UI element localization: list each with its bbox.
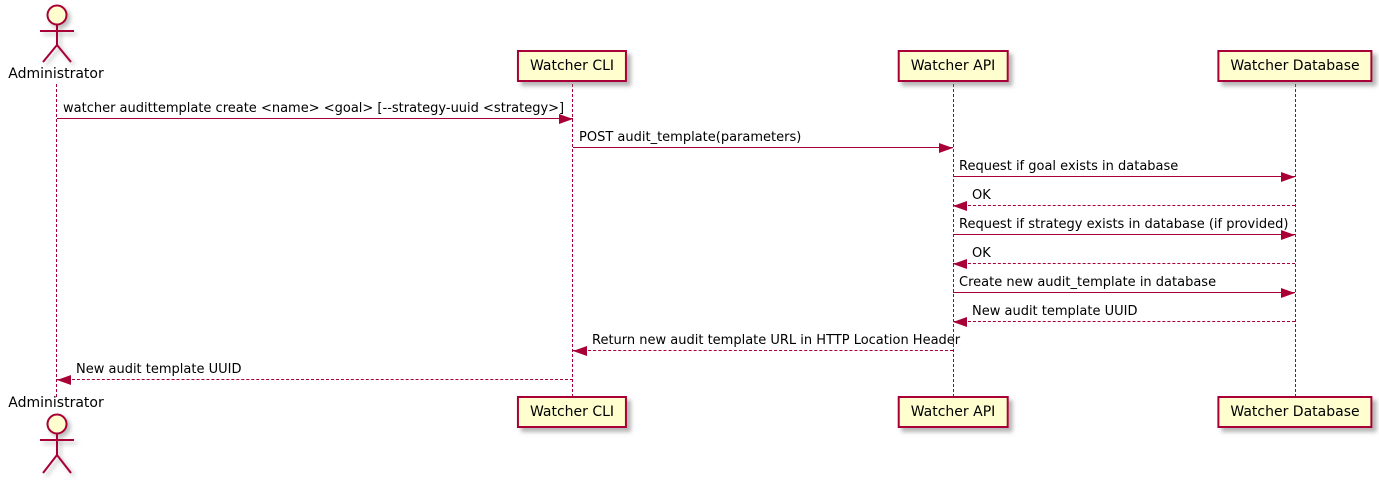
message-3: Request if goal exists in database xyxy=(953,159,1295,182)
message-5: Request if strategy exists in database (… xyxy=(953,217,1295,240)
message-8: New audit template UUID xyxy=(953,304,1295,327)
message-2-line xyxy=(573,147,953,148)
lifeline-watcher-database xyxy=(1295,84,1296,397)
message-6-label: OK xyxy=(972,246,991,261)
message-8-label: New audit template UUID xyxy=(972,304,1138,319)
message-9-line xyxy=(573,350,953,351)
message-7-label: Create new audit_template in database xyxy=(959,275,1217,290)
participant-watcher-cli-top: Watcher CLI xyxy=(516,50,628,82)
message-2: POST audit_template(parameters) xyxy=(573,130,953,153)
message-6: OK xyxy=(953,246,1295,269)
message-5-label: Request if strategy exists in database (… xyxy=(959,217,1289,232)
message-8-line xyxy=(953,321,1295,322)
message-4-label: OK xyxy=(972,188,991,203)
message-10: New audit template UUID xyxy=(57,362,573,385)
actor-icon xyxy=(37,3,77,69)
message-1-line xyxy=(57,118,573,119)
message-4: OK xyxy=(953,188,1295,211)
lifeline-administrator xyxy=(56,84,57,397)
participant-watcher-cli-bottom: Watcher CLI xyxy=(516,396,628,428)
participant-watcher-database-bottom: Watcher Database xyxy=(1217,396,1373,428)
message-10-label: New audit template UUID xyxy=(76,362,242,377)
actor-name-bottom: Administrator xyxy=(8,395,104,411)
message-3-line xyxy=(953,176,1295,177)
lifeline-watcher-cli xyxy=(572,84,573,397)
message-1-label: watcher audittemplate create <name> <goa… xyxy=(63,101,565,116)
message-9-label: Return new audit template URL in HTTP Lo… xyxy=(592,333,961,348)
message-6-line xyxy=(953,263,1295,264)
message-9: Return new audit template URL in HTTP Lo… xyxy=(573,333,960,356)
actor-name-top: Administrator xyxy=(8,66,104,82)
actor-icon-bottom xyxy=(37,411,77,483)
message-4-line xyxy=(953,205,1295,206)
participant-watcher-api-top: Watcher API xyxy=(897,50,1009,82)
participant-watcher-database-top: Watcher Database xyxy=(1217,50,1373,82)
message-7: Create new audit_template in database xyxy=(953,275,1295,298)
message-10-line xyxy=(57,379,573,380)
lifeline-watcher-api xyxy=(953,84,954,397)
message-5-line xyxy=(953,234,1295,235)
message-1: watcher audittemplate create <name> <goa… xyxy=(57,101,573,124)
message-3-label: Request if goal exists in database xyxy=(959,159,1179,174)
message-2-label: POST audit_template(parameters) xyxy=(579,130,802,145)
participant-watcher-api-bottom: Watcher API xyxy=(897,396,1009,428)
message-7-line xyxy=(953,292,1295,293)
